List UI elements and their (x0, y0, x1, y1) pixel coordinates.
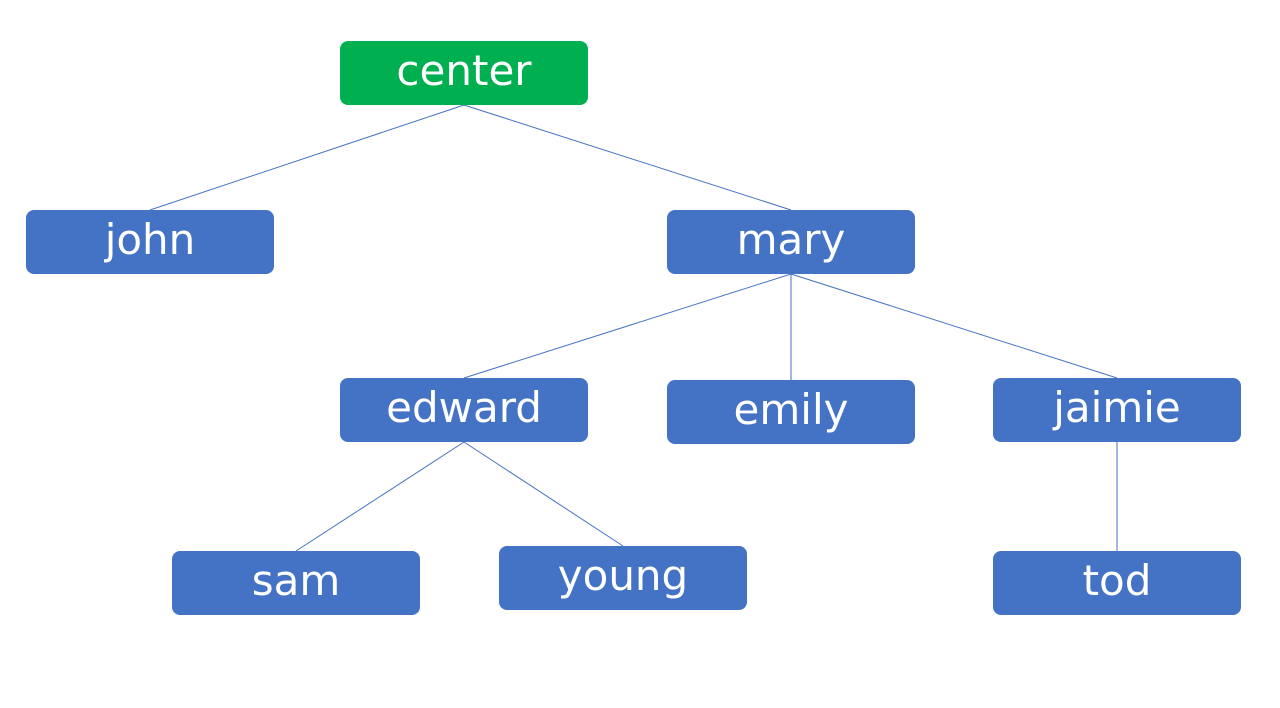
node-emily: emily (667, 380, 915, 444)
node-young: young (499, 546, 747, 610)
edge-mary-edward (463, 273, 792, 379)
node-label: sam (251, 556, 341, 605)
node-label: tod (1082, 556, 1152, 605)
edge-edward-sam (295, 441, 465, 552)
node-sam: sam (172, 551, 420, 615)
node-label: emily (733, 385, 849, 434)
node-tod: tod (993, 551, 1241, 615)
node-label: center (396, 46, 532, 95)
node-edward: edward (340, 378, 588, 442)
node-label: john (104, 215, 196, 264)
edge-center-john (149, 104, 465, 211)
edge-mary-jaimie (790, 273, 1118, 379)
edge-edward-young (463, 441, 624, 547)
node-label: jaimie (1053, 383, 1181, 432)
node-jaimie: jaimie (993, 378, 1241, 442)
node-label: young (557, 551, 689, 600)
node-john: john (26, 210, 274, 274)
node-label: mary (736, 215, 846, 264)
edge-center-mary (463, 104, 792, 211)
node-center: center (340, 41, 588, 105)
node-label: edward (386, 383, 542, 432)
node-mary: mary (667, 210, 915, 274)
edge-layer (149, 104, 1118, 552)
